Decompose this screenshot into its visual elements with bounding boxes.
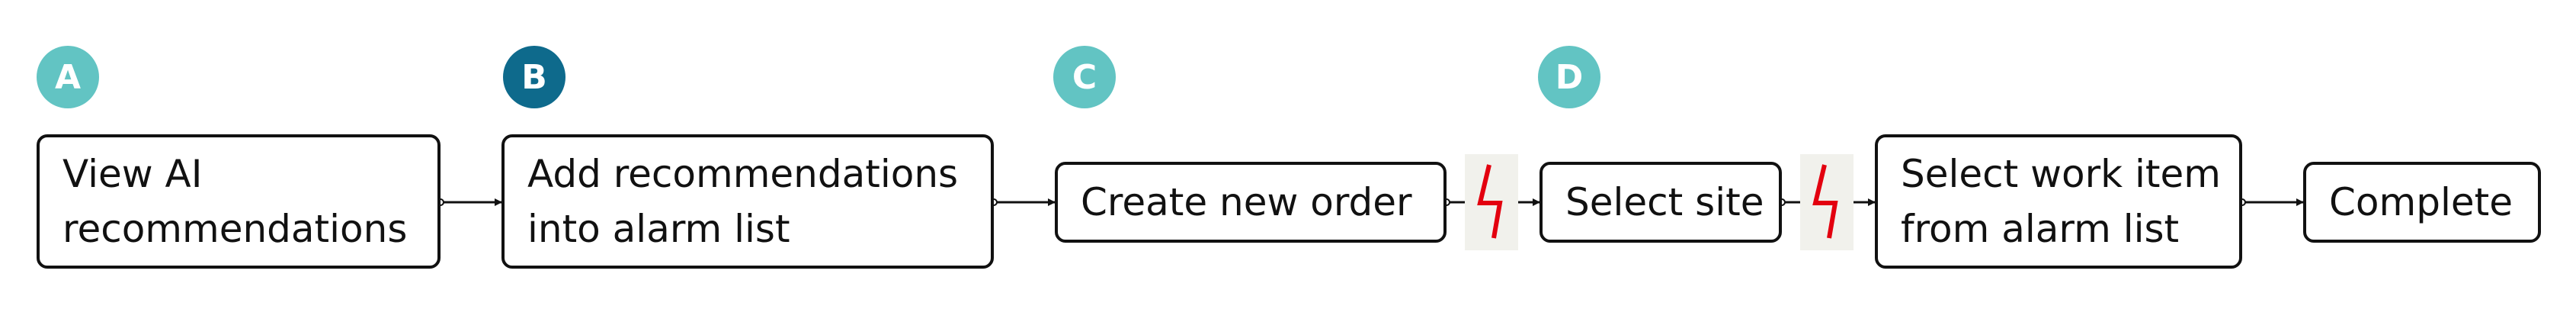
badge-c: C: [1053, 46, 1116, 108]
step-label-line: Select work item: [1901, 152, 2221, 196]
step-label-line: from alarm list: [1901, 207, 2180, 251]
lightning-bolt-icon: [1477, 164, 1503, 239]
step-create-new-order: Create new order: [1055, 162, 1447, 243]
step-label-line: Select site: [1565, 180, 1764, 224]
step-label-line: Create new order: [1081, 180, 1412, 224]
step-label-line: Complete: [2329, 180, 2513, 224]
step-label-line: View AI: [62, 152, 203, 196]
step-add-recommendations: Add recommendations into alarm list: [501, 134, 994, 269]
bolt-marker-1: [1465, 154, 1518, 250]
bolt-marker-2: [1800, 154, 1854, 250]
step-label-line: recommendations: [62, 207, 408, 251]
step-select-work-item: Select work item from alarm list: [1875, 134, 2242, 269]
badge-a: A: [37, 46, 99, 108]
badge-b: B: [503, 46, 566, 108]
badge-d: D: [1538, 46, 1600, 108]
step-label-line: into alarm list: [527, 207, 790, 251]
step-label-line: Add recommendations: [527, 152, 959, 196]
step-select-site: Select site: [1540, 162, 1782, 243]
step-view-ai-recommendations: View AI recommendations: [37, 134, 441, 269]
step-complete: Complete: [2303, 162, 2541, 243]
lightning-bolt-icon: [1812, 164, 1838, 239]
